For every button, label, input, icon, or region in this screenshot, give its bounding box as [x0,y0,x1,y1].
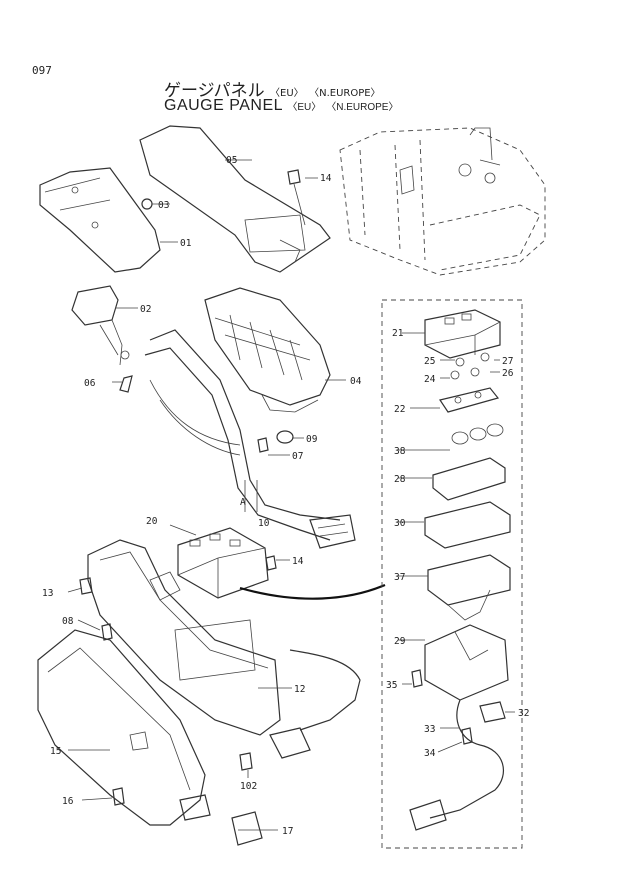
title-english: GAUGE PANEL 〈EU〉 〈N.EUROPE〉 [164,97,398,115]
title-en-tag-eu: 〈EU〉 [287,102,322,113]
callout-03: 03 [158,200,169,211]
callout-labels: 05 14 03 01 02 06 04 09 07 A 10 20 14 13… [42,155,529,837]
callout-leader-lines [67,159,515,831]
small-fasteners-upper [119,169,306,453]
callout-07: 07 [292,451,303,462]
part-04-gauge-panel [204,287,331,413]
callout-14-lower: 14 [292,556,304,567]
callout-21: 21 [392,328,404,339]
callout-26: 26 [502,368,514,379]
callout-06: 06 [84,378,96,389]
callout-a: A [240,497,246,508]
small-fasteners-lower [79,577,263,846]
callout-32: 32 [518,708,529,719]
callout-28: 28 [394,474,406,485]
callout-30: 30 [394,518,406,529]
callout-35: 35 [386,680,397,691]
callout-04: 04 [350,376,362,387]
title-en-text: GAUGE PANEL [164,97,283,114]
callout-01: 01 [180,238,192,249]
callout-33: 33 [424,724,435,735]
part-12-bracket-frame [87,539,361,759]
wiring-harness [144,329,356,549]
part-02-switch [71,285,130,366]
detail-inset-frame [381,299,523,849]
title-en-tag-region: 〈N.EUROPE〉 [326,102,399,113]
callout-17: 17 [282,826,293,837]
callout-13: 13 [42,588,53,599]
callout-29: 29 [394,636,406,647]
callout-37: 37 [394,572,405,583]
title-jp-tag-region: 〈N.EUROPE〉 [309,88,381,99]
title-jp-text: ゲージパネル [164,81,265,101]
callout-02: 02 [140,304,151,315]
callout-34: 34 [424,748,436,759]
callout-38: 38 [394,446,406,457]
title-japanese: ゲージパネル 〈EU〉 〈N.EUROPE〉 [164,76,381,101]
callout-08: 08 [62,616,74,627]
callout-22: 22 [394,404,405,415]
part-01-rear-cover [39,167,161,273]
page-number: 097 [32,64,52,77]
callout-10: 10 [258,518,270,529]
callout-09: 09 [306,434,318,445]
inset-exploded-parts [409,309,511,831]
part-05-upper-cover [139,125,331,273]
callout-20: 20 [146,516,158,527]
title-jp-tag-eu: 〈EU〉 [270,88,304,99]
part-20-switch-box [177,527,277,599]
callout-24: 24 [424,374,436,385]
callout-25: 25 [424,356,435,367]
callout-05: 05 [226,155,237,166]
callout-102: 102 [240,781,257,792]
callout-12: 12 [294,684,305,695]
callout-14-upper: 14 [320,173,332,184]
callout-27: 27 [502,356,513,367]
callout-16: 16 [62,796,74,807]
cable-to-inset [239,583,386,600]
callout-15: 15 [50,746,61,757]
machine-cab-illustration [339,127,546,276]
